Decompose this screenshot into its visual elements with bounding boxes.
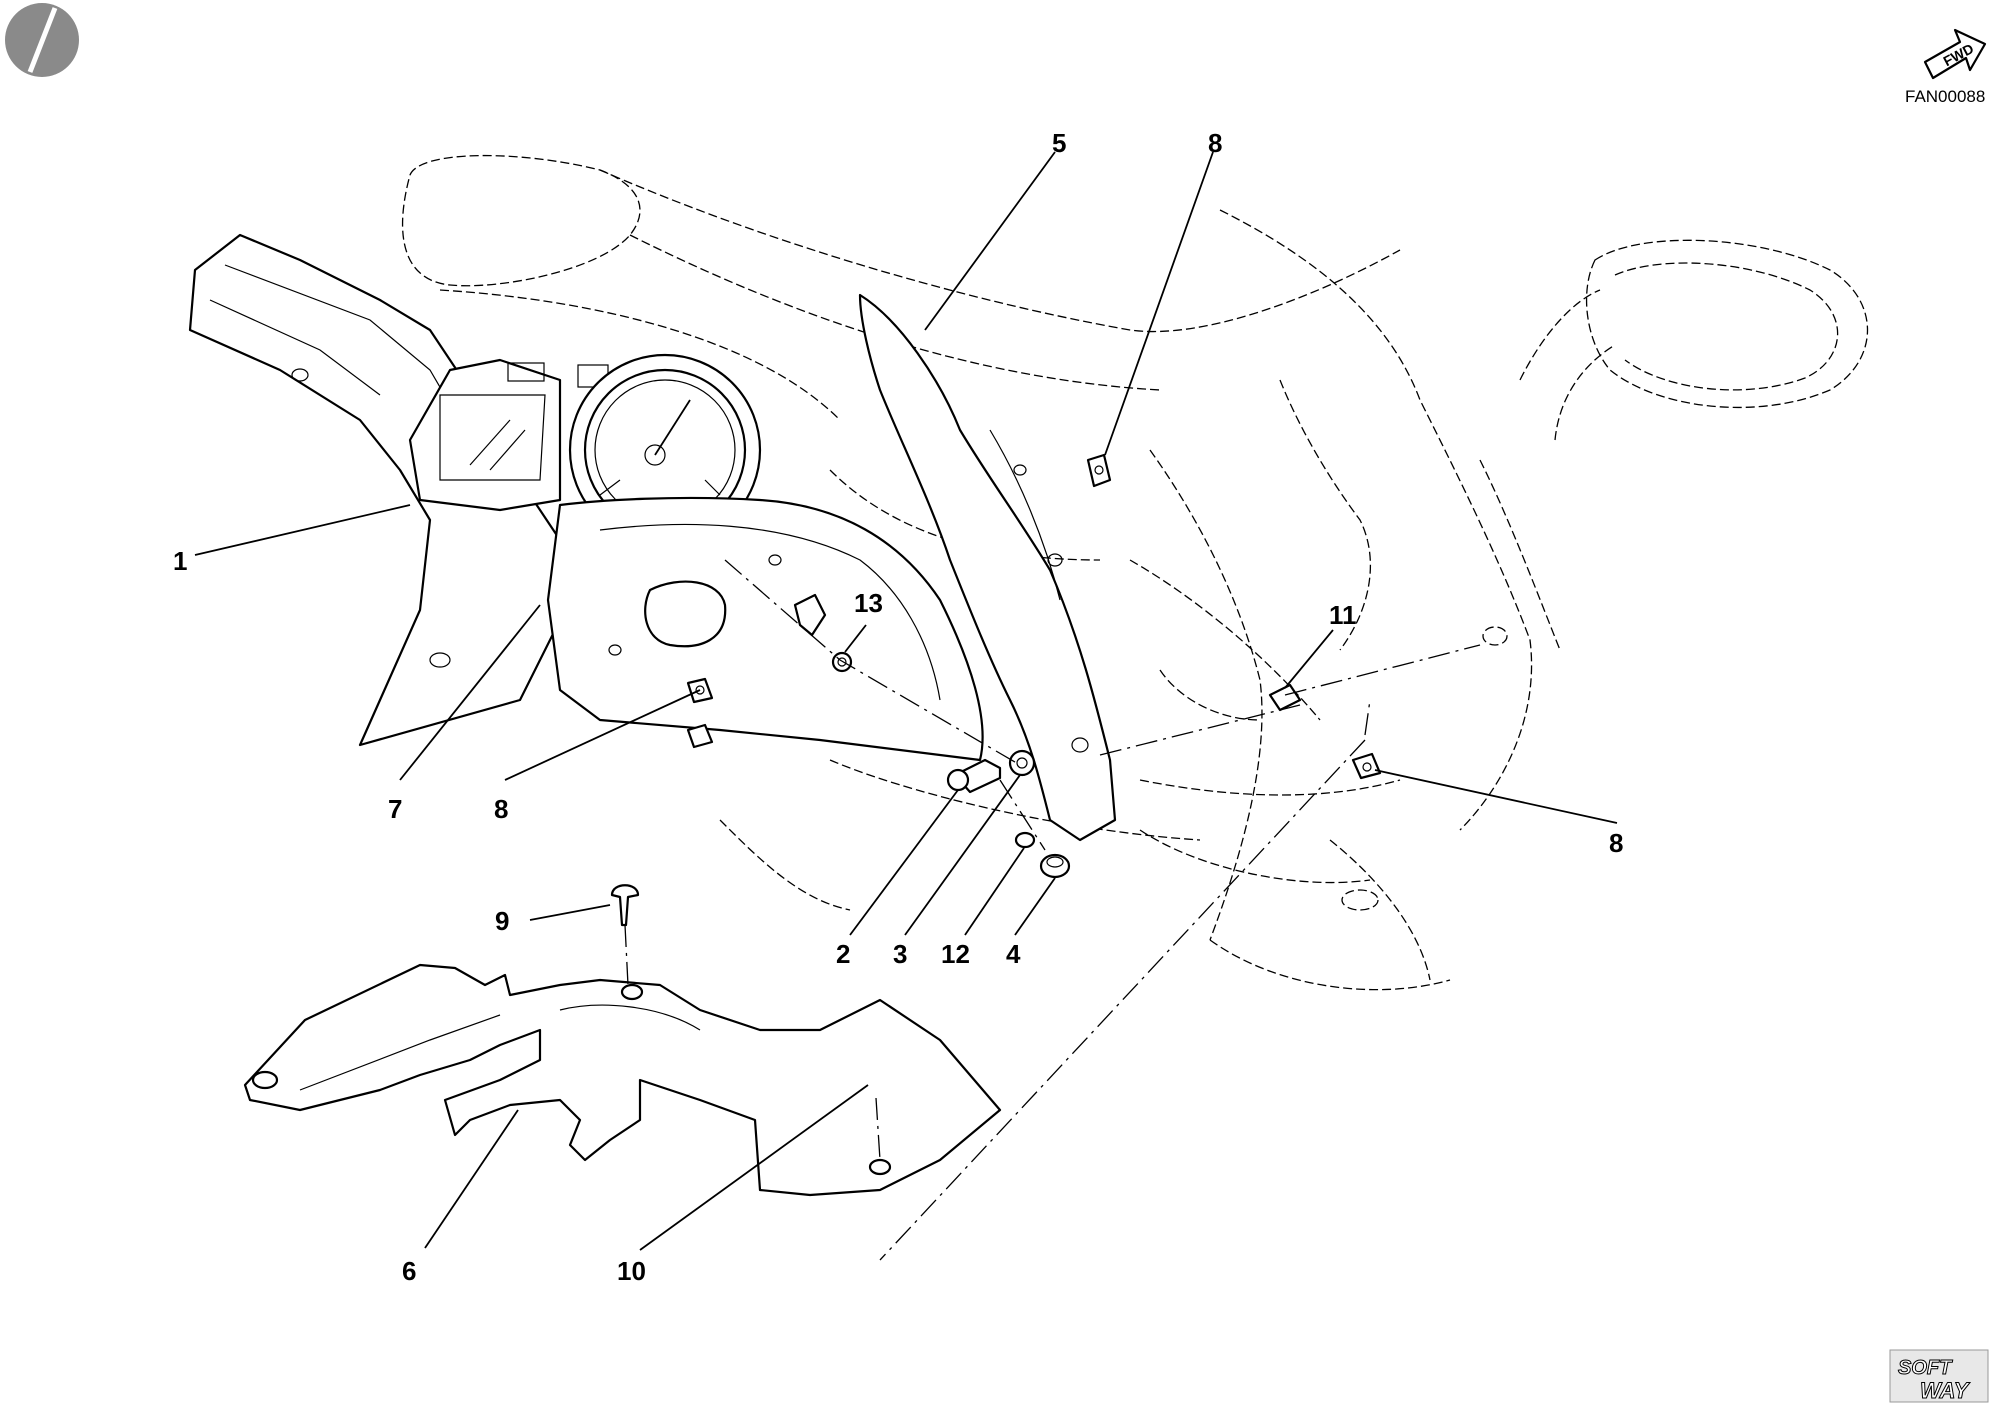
forward-arrow-icon: FWD [1923,28,1987,80]
callout-labels: 1 2 3 4 5 6 7 8 8 8 9 10 11 12 13 [173,128,1623,1286]
callout-8-right: 8 [1609,828,1623,858]
callout-1: 1 [173,546,187,576]
callout-10: 10 [617,1256,646,1286]
callout-9: 9 [495,906,509,936]
callout-8-top: 8 [1208,128,1222,158]
clip-nut-part-8-upper [1086,453,1112,488]
side-strip-part-5 [858,293,1117,842]
logo-line-1: SOFT [1898,1357,1953,1379]
leader-lines [194,151,1618,1251]
drawing-code: FAN00088 [1905,87,1985,106]
instrument-panel-part-1 [188,233,984,762]
softway-logo: SOFT WAY [1889,1349,1989,1404]
assembly-centerlines [624,559,1481,1261]
fairing-ghost-outline [401,154,1869,991]
callout-7: 7 [388,794,402,824]
washer-part-12 [1014,831,1036,849]
callout-2: 2 [836,939,850,969]
rivet-part-11 [1268,683,1302,712]
callout-6: 6 [402,1256,416,1286]
callout-4: 4 [1006,939,1021,969]
callout-11: 11 [1329,600,1357,630]
registration-mark-icon [5,3,79,77]
clip-nut-part-8-right [1351,752,1382,780]
callout-3: 3 [893,939,907,969]
callout-8-left: 8 [494,794,508,824]
screw-part-9 [610,884,640,927]
washer-part-3 [1008,749,1036,777]
callout-12: 12 [941,939,970,969]
lower-cover-part-6 [243,963,1002,1197]
logo-line-2: WAY [1920,1378,1971,1403]
screw-part-2 [946,758,1002,794]
clip-nut-part-8-left [686,677,714,749]
callout-13: 13 [854,588,883,618]
callout-5: 5 [1052,128,1066,158]
grommet-part-4 [1039,853,1071,879]
